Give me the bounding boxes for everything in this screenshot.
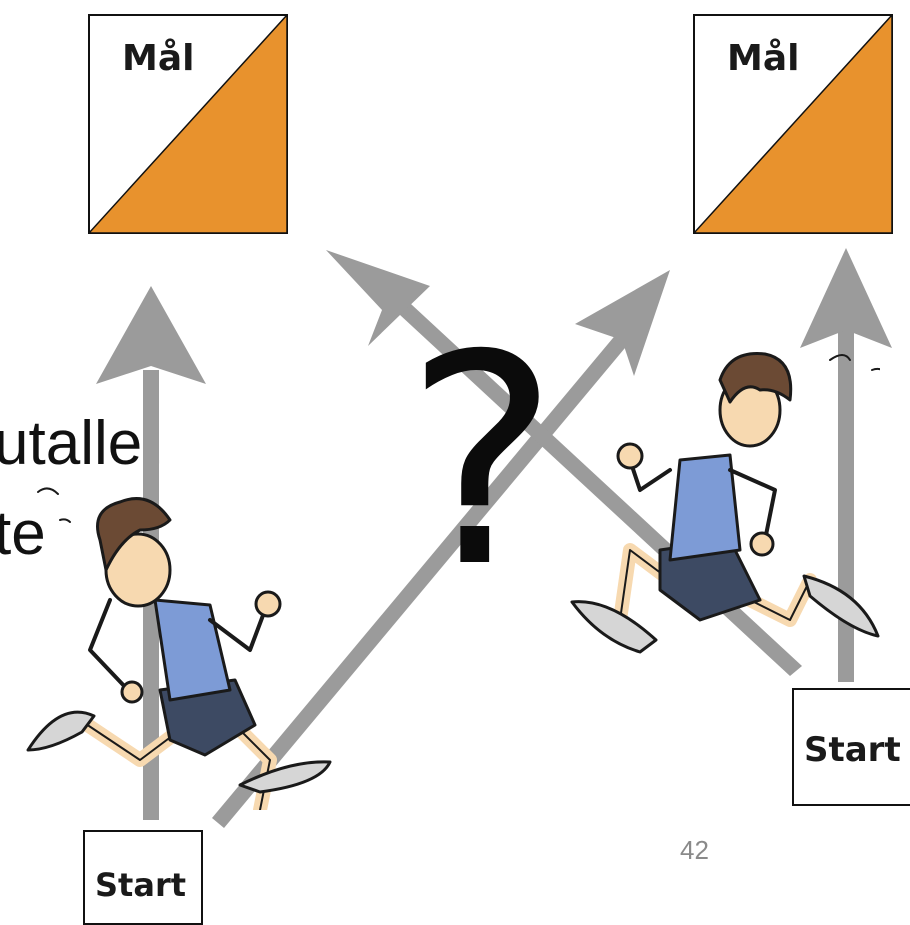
goal-flag-right: Mål [693, 14, 893, 234]
goal-label: Mål [122, 38, 195, 79]
page-number: 42 [680, 835, 709, 865]
start-box-left: Start [83, 830, 203, 925]
runner-left-icon [26, 487, 332, 810]
question-mark: ? [405, 294, 559, 631]
goal-label: Mål [727, 38, 800, 79]
arrow-diagonal-to-right-goal [212, 270, 670, 828]
slide-text-line-1: utallet [0, 409, 160, 478]
goal-flag-left: Mål [88, 14, 288, 234]
slide-text-line-2: te [0, 499, 46, 568]
orienteering-flag-icon [88, 14, 288, 234]
orienteering-flag-icon [693, 14, 893, 234]
start-box-right: Start [792, 688, 910, 806]
runner-right-icon [570, 352, 880, 654]
